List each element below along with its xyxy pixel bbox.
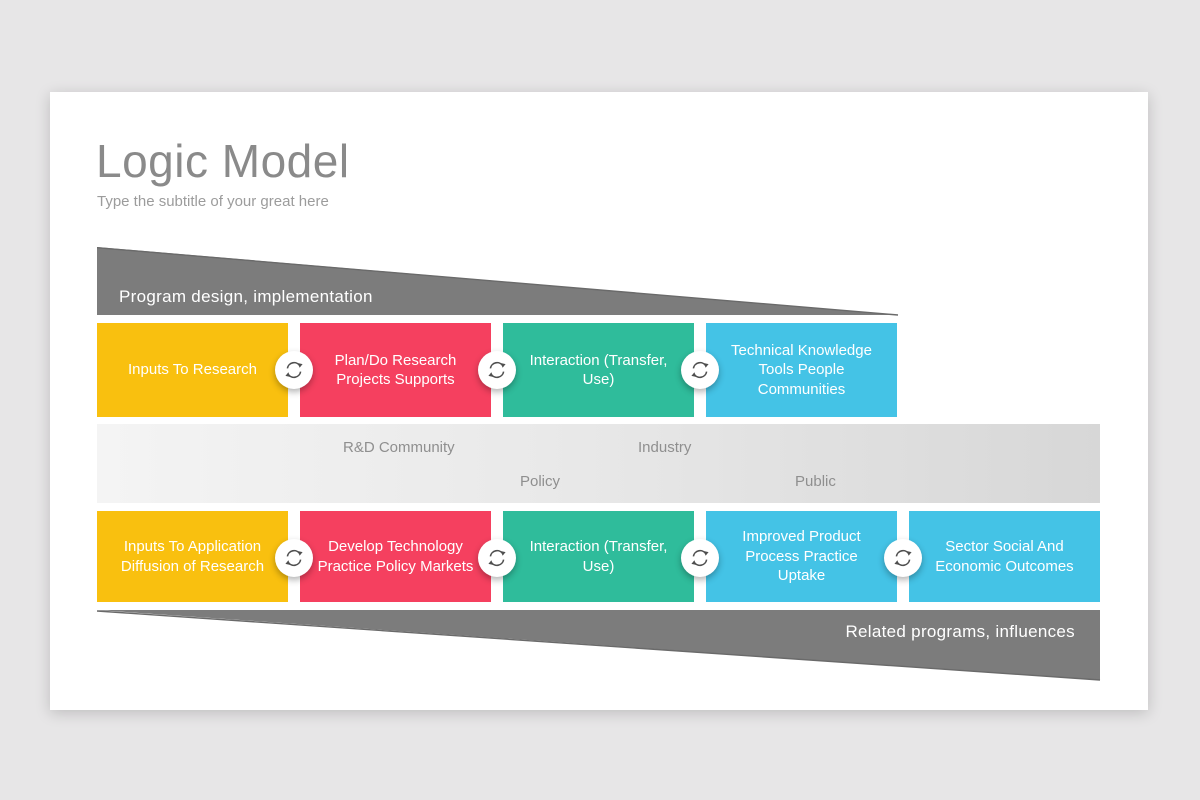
box-develop-technology: Develop Technology Practice Policy Marke… xyxy=(300,511,491,602)
box-label: Plan/Do Research Projects Supports xyxy=(334,351,457,389)
bottom-wedge-shape xyxy=(97,610,1101,681)
page-subtitle: Type the subtitle of your great here xyxy=(97,193,329,210)
slide: Logic Model Type the subtitle of your gr… xyxy=(50,92,1148,710)
box-label: Improved Product Process Practice Uptake xyxy=(742,528,861,585)
page-title: Logic Model xyxy=(96,135,350,187)
refresh-icon xyxy=(681,351,719,389)
box-label: Technical Knowledge Tools People Communi… xyxy=(731,341,872,398)
top-wedge-shape xyxy=(97,247,899,316)
refresh-icon xyxy=(275,539,313,577)
box-inputs-to-application: Inputs To Application Diffusion of Resea… xyxy=(97,511,288,602)
refresh-icon xyxy=(275,351,313,389)
box-label: Inputs To Research xyxy=(128,361,257,379)
box-inputs-to-research: Inputs To Research xyxy=(97,323,288,417)
box-technical-knowledge: Technical Knowledge Tools People Communi… xyxy=(706,323,897,417)
refresh-icon xyxy=(478,351,516,389)
band-label-policy: Policy xyxy=(520,473,561,490)
box-label: Develop Technology Practice Policy Marke… xyxy=(317,538,474,575)
box-label: Interaction (Transfer, Use) xyxy=(529,538,668,575)
box-plan-do-research: Plan/Do Research Projects Supports xyxy=(300,323,491,417)
refresh-icon xyxy=(884,539,922,577)
box-label: Interaction (Transfer, Use) xyxy=(529,351,668,389)
box-sector-outcomes: Sector Social And Economic Outcomes xyxy=(909,511,1100,602)
box-interaction-top: Interaction (Transfer, Use) xyxy=(503,323,694,417)
band-label-industry: Industry xyxy=(638,439,692,456)
box-label: Sector Social And Economic Outcomes xyxy=(935,538,1074,575)
box-interaction-bottom: Interaction (Transfer, Use) xyxy=(503,511,694,602)
stakeholder-band xyxy=(97,424,1100,503)
box-label: Inputs To Application Diffusion of Resea… xyxy=(120,538,265,575)
band-label-public: Public xyxy=(795,473,836,490)
refresh-icon xyxy=(681,539,719,577)
top-banner-label: Program design, implementation xyxy=(119,287,373,306)
refresh-icon xyxy=(478,539,516,577)
band-label-rd-community: R&D Community xyxy=(343,439,455,456)
bottom-banner-label: Related programs, influences xyxy=(845,622,1075,641)
box-improved-product: Improved Product Process Practice Uptake xyxy=(706,511,897,602)
